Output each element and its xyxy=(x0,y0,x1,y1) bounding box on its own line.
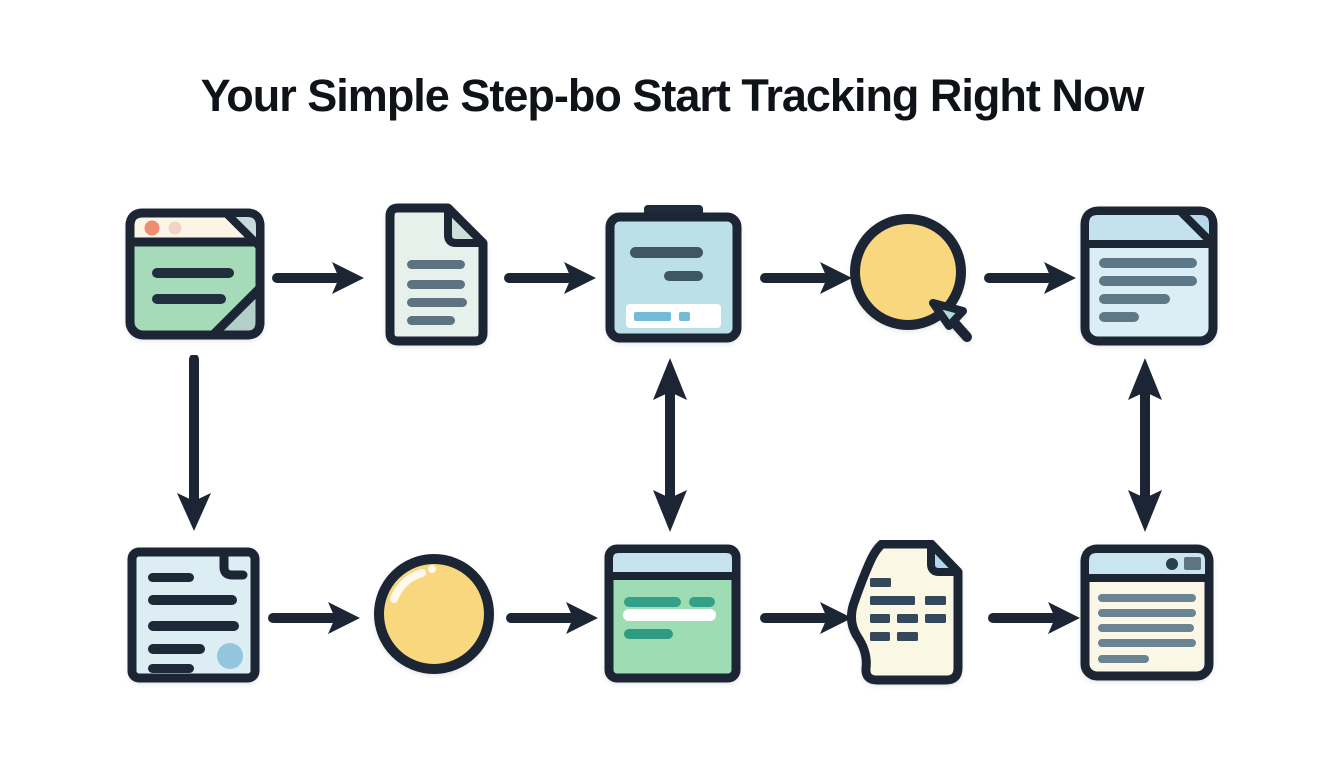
vertical-double-arrow-icon xyxy=(646,350,694,540)
browser-report-icon xyxy=(1080,544,1214,681)
right-arrow-icon xyxy=(272,258,368,298)
down-arrow-icon xyxy=(172,355,216,535)
plain-circle-icon xyxy=(370,549,498,679)
text-document-icon xyxy=(385,203,488,346)
click-circle-cursor-icon xyxy=(845,208,976,348)
note-report-icon xyxy=(1080,206,1218,346)
green-browser-window-icon xyxy=(604,544,741,683)
data-table-sheet-icon xyxy=(845,540,967,688)
right-arrow-icon xyxy=(504,258,600,298)
sticky-note-browser-icon xyxy=(125,208,265,340)
right-arrow-icon xyxy=(988,598,1084,638)
right-arrow-icon xyxy=(760,598,856,638)
vertical-double-arrow-icon xyxy=(1121,350,1169,540)
right-arrow-icon xyxy=(268,598,364,638)
right-arrow-icon xyxy=(984,258,1080,298)
form-clipboard-icon xyxy=(605,203,742,343)
right-arrow-icon xyxy=(506,598,602,638)
stamped-document-icon xyxy=(127,547,260,683)
page-title: Your Simple Step-bo Start Tracking Right… xyxy=(200,70,1145,121)
right-arrow-icon xyxy=(760,258,856,298)
